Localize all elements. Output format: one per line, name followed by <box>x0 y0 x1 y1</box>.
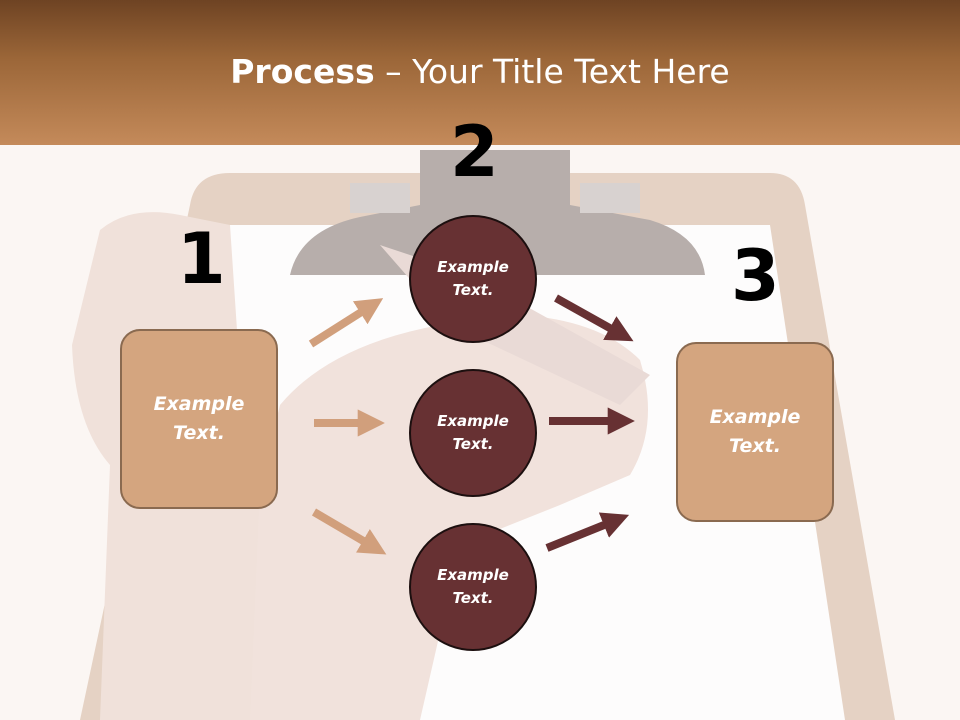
clip-hinge-right <box>580 183 640 213</box>
arrow-1-to-top <box>308 298 384 348</box>
hand-right <box>250 315 648 720</box>
step-number-1: 1 <box>177 218 226 300</box>
step-number-3: 3 <box>731 235 780 317</box>
arrow-1-to-bottom <box>311 508 387 555</box>
step-2-circle-bottom: Example Text. <box>409 523 537 651</box>
clipboard-clip <box>290 150 705 275</box>
arrow-top-to-3 <box>554 294 634 342</box>
title-banner <box>0 0 960 145</box>
circle-text: Example Text. <box>437 412 509 453</box>
arrow-bottom-to-3 <box>545 512 630 552</box>
title-rest: – Your Title Text Here <box>374 52 730 91</box>
slide-title: Process – Your Title Text Here <box>0 52 960 91</box>
circle-text: Example Text. <box>437 566 509 607</box>
step-3-box: Example Text. <box>676 342 834 522</box>
title-bold: Process <box>230 52 375 91</box>
step-2-circle-top: Example Text. <box>409 215 537 343</box>
step-2-circle-middle: Example Text. <box>409 369 537 497</box>
step-number-2: 2 <box>450 111 499 193</box>
step-1-box: Example Text. <box>120 329 278 509</box>
step-1-text: Example Text. <box>153 393 245 444</box>
step-3-text: Example Text. <box>709 406 801 457</box>
circle-text: Example Text. <box>437 258 509 299</box>
clip-hinge-left <box>350 183 410 213</box>
